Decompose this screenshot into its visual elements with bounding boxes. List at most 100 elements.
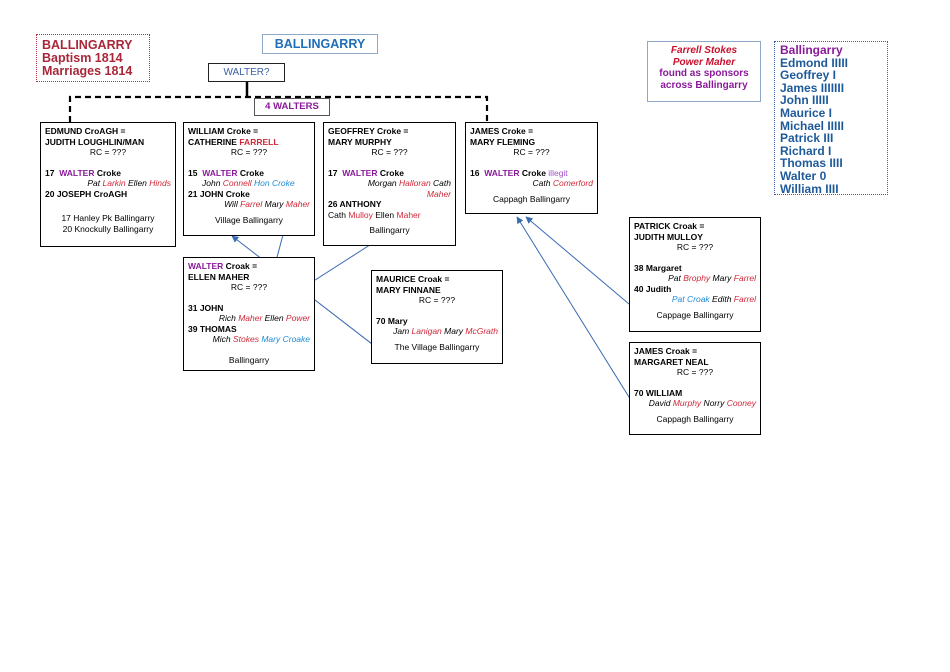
family-james-croak: JAMES Croak = MARGARET NEAL RC = ??? 70 … bbox=[629, 342, 761, 435]
tally-item: William IIII bbox=[780, 181, 839, 195]
location: Cappagh Ballingarry bbox=[656, 413, 734, 424]
tally-item: John IIIII bbox=[780, 93, 829, 108]
rc-status: RC = ??? bbox=[89, 147, 127, 157]
sponsor-name: Will bbox=[224, 199, 241, 209]
family-maurice: MAURICE Croak = MARY FINNANE RC = ??? 70… bbox=[371, 270, 503, 364]
sponsor-note: Farrell Stokes Power Maher found as spon… bbox=[647, 41, 761, 102]
tally-item: Walter 0 bbox=[780, 168, 827, 183]
location-1: 17 Hanley Pk Ballingarry bbox=[61, 213, 155, 223]
child-1: 17 WALTER Croke bbox=[328, 167, 404, 178]
wife: JUDITH MULLOY bbox=[634, 231, 703, 242]
sponsor-surname: Farrel bbox=[733, 273, 756, 283]
tally-item: Michael IIIII bbox=[780, 118, 845, 133]
rc-status: RC = ??? bbox=[230, 147, 268, 157]
husband: GEOFFREY Croke = bbox=[328, 126, 409, 136]
husband: WALTER Croak = bbox=[188, 261, 258, 271]
tally-item: Edmond IIIII bbox=[780, 55, 848, 70]
sponsor-surname: Pat Croak bbox=[671, 294, 710, 304]
child-1: 70 Mary bbox=[376, 315, 408, 326]
sponsors-1-cont: Maher bbox=[426, 188, 451, 199]
sponsor-name: Mary bbox=[441, 326, 466, 336]
rc-status: RC = ??? bbox=[230, 282, 268, 292]
sponsors-1: Pat Brophy Mary Farrel bbox=[634, 273, 756, 284]
sponsor-surname: Lanigan bbox=[411, 326, 442, 336]
family-geoffrey: GEOFFREY Croke = MARY MURPHY RC = ??? 17… bbox=[323, 122, 456, 246]
sponsor-name: Cath bbox=[430, 178, 451, 188]
location: Ballingarry bbox=[369, 225, 410, 235]
wife: MARY FINNANE bbox=[376, 284, 441, 295]
sponsor-surname: Halloran bbox=[399, 178, 431, 188]
register-marriages: Marriages 1814 bbox=[42, 64, 133, 78]
sponsors-1: Rich Maher Ellen Power bbox=[188, 313, 310, 324]
sponsor-name: Ellen bbox=[372, 209, 397, 220]
sponsor-surname: McGrath bbox=[465, 326, 498, 336]
sponsors-2: Mich Stokes Mary Croake bbox=[188, 334, 310, 345]
register-baptism: Baptism 1814 bbox=[42, 51, 123, 65]
location: The Village Ballingarry bbox=[394, 341, 480, 352]
tally-item: James IIIIIII bbox=[780, 80, 845, 95]
child-2: 40 Judith bbox=[634, 283, 672, 294]
sponsor-surname: Brophy bbox=[683, 273, 711, 283]
sponsor-name: Ellen bbox=[125, 178, 150, 188]
family-james-croke: JAMES Croke = MARY FLEMING RC = ??? 16 W… bbox=[465, 122, 598, 214]
husband: JAMES Croak = bbox=[634, 346, 698, 356]
sponsor-surname: Connell bbox=[222, 178, 252, 188]
sponsor-surname: Murphy bbox=[672, 398, 702, 408]
wife: MARY FLEMING bbox=[470, 136, 536, 147]
tally-item: Maurice I bbox=[780, 105, 833, 120]
ancestor-node: WALTER? bbox=[208, 63, 285, 82]
wife: MARY MURPHY bbox=[328, 136, 392, 147]
sponsor-names-1: Farrell Stokes bbox=[670, 45, 738, 56]
husband: MAURICE Croak = bbox=[376, 274, 450, 284]
diagram-title: BALLINGARRY bbox=[262, 34, 378, 54]
child-1: 16 WALTER Croke illegit bbox=[470, 167, 568, 178]
sponsor-surname: Mary Croake bbox=[261, 334, 310, 344]
sponsor-name: Cath bbox=[328, 209, 349, 220]
sponsors-1: John Connell Hon Croke bbox=[188, 178, 310, 189]
family-patrick: PATRICK Croak = JUDITH MULLOY RC = ??? 3… bbox=[629, 217, 761, 332]
sponsor-surname: Stokes bbox=[232, 334, 259, 344]
family-william: WILLIAM Croke = CATHERINE FARRELL RC = ?… bbox=[183, 122, 315, 236]
sponsor-name: Mary bbox=[710, 273, 734, 283]
child-2: 39 THOMAS bbox=[188, 323, 237, 334]
sponsors-2: Cath Mulloy Ellen Maher bbox=[328, 210, 451, 221]
rc-status: RC = ??? bbox=[371, 147, 408, 157]
wife: CATHERINE FARRELL bbox=[188, 136, 279, 147]
register-parish: BALLINGARRY bbox=[42, 38, 133, 52]
child-1: 70 WILLIAM bbox=[634, 387, 683, 398]
child-1: 31 JOHN bbox=[188, 302, 224, 313]
sponsor-note-1: found as sponsors bbox=[659, 68, 749, 79]
tally-item: Patrick III bbox=[780, 131, 834, 146]
sponsors-1: Pat Larkin Ellen Hinds bbox=[45, 178, 171, 189]
husband: EDMUND CroAGH = bbox=[45, 126, 126, 136]
sponsors-1: David Murphy Norry Cooney bbox=[634, 398, 756, 409]
tally-item: Richard I bbox=[780, 143, 832, 158]
sponsor-name: Mich bbox=[212, 334, 233, 344]
sponsor-name: Ellen bbox=[262, 313, 286, 323]
sponsor-surname: Maher bbox=[285, 199, 310, 209]
wife: MARGARET NEAL bbox=[634, 356, 709, 367]
family-edmund: EDMUND CroAGH = JUDITH LOUGHLIN/MAN RC =… bbox=[40, 122, 176, 247]
sponsor-name: Rich bbox=[218, 313, 239, 323]
husband: WILLIAM Croke = bbox=[188, 126, 259, 136]
child-1: 38 Margaret bbox=[634, 262, 682, 273]
sponsors-1: Morgan Halloran Cath bbox=[328, 178, 451, 189]
sponsor-surname: Hinds bbox=[149, 178, 171, 188]
sponsor-names-2: Power Maher bbox=[672, 56, 736, 68]
sponsor-name: Edith bbox=[709, 294, 734, 304]
location: Village Ballingarry bbox=[215, 214, 283, 225]
sponsor-surname: Farrel bbox=[240, 199, 263, 209]
location-2: 20 Knockully Ballingarry bbox=[62, 223, 154, 234]
sponsor-surname: Cooney bbox=[726, 398, 756, 408]
child-1: 17 WALTER Croke bbox=[45, 167, 121, 178]
rc-status: RC = ??? bbox=[676, 242, 714, 252]
group-label: 4 WALTERS bbox=[254, 98, 330, 116]
sponsor-name: Morgan bbox=[367, 178, 400, 188]
sponsor-name: Cath bbox=[532, 178, 553, 188]
sponsor-name: Norry bbox=[701, 398, 727, 408]
register-title-box: BALLINGARRY Baptism 1814 Marriages 1814 bbox=[36, 34, 150, 82]
sponsor-surname: Farrel bbox=[733, 294, 756, 304]
sponsor-name: John bbox=[202, 178, 223, 188]
sponsors-1: Cath Comerford bbox=[470, 178, 593, 189]
